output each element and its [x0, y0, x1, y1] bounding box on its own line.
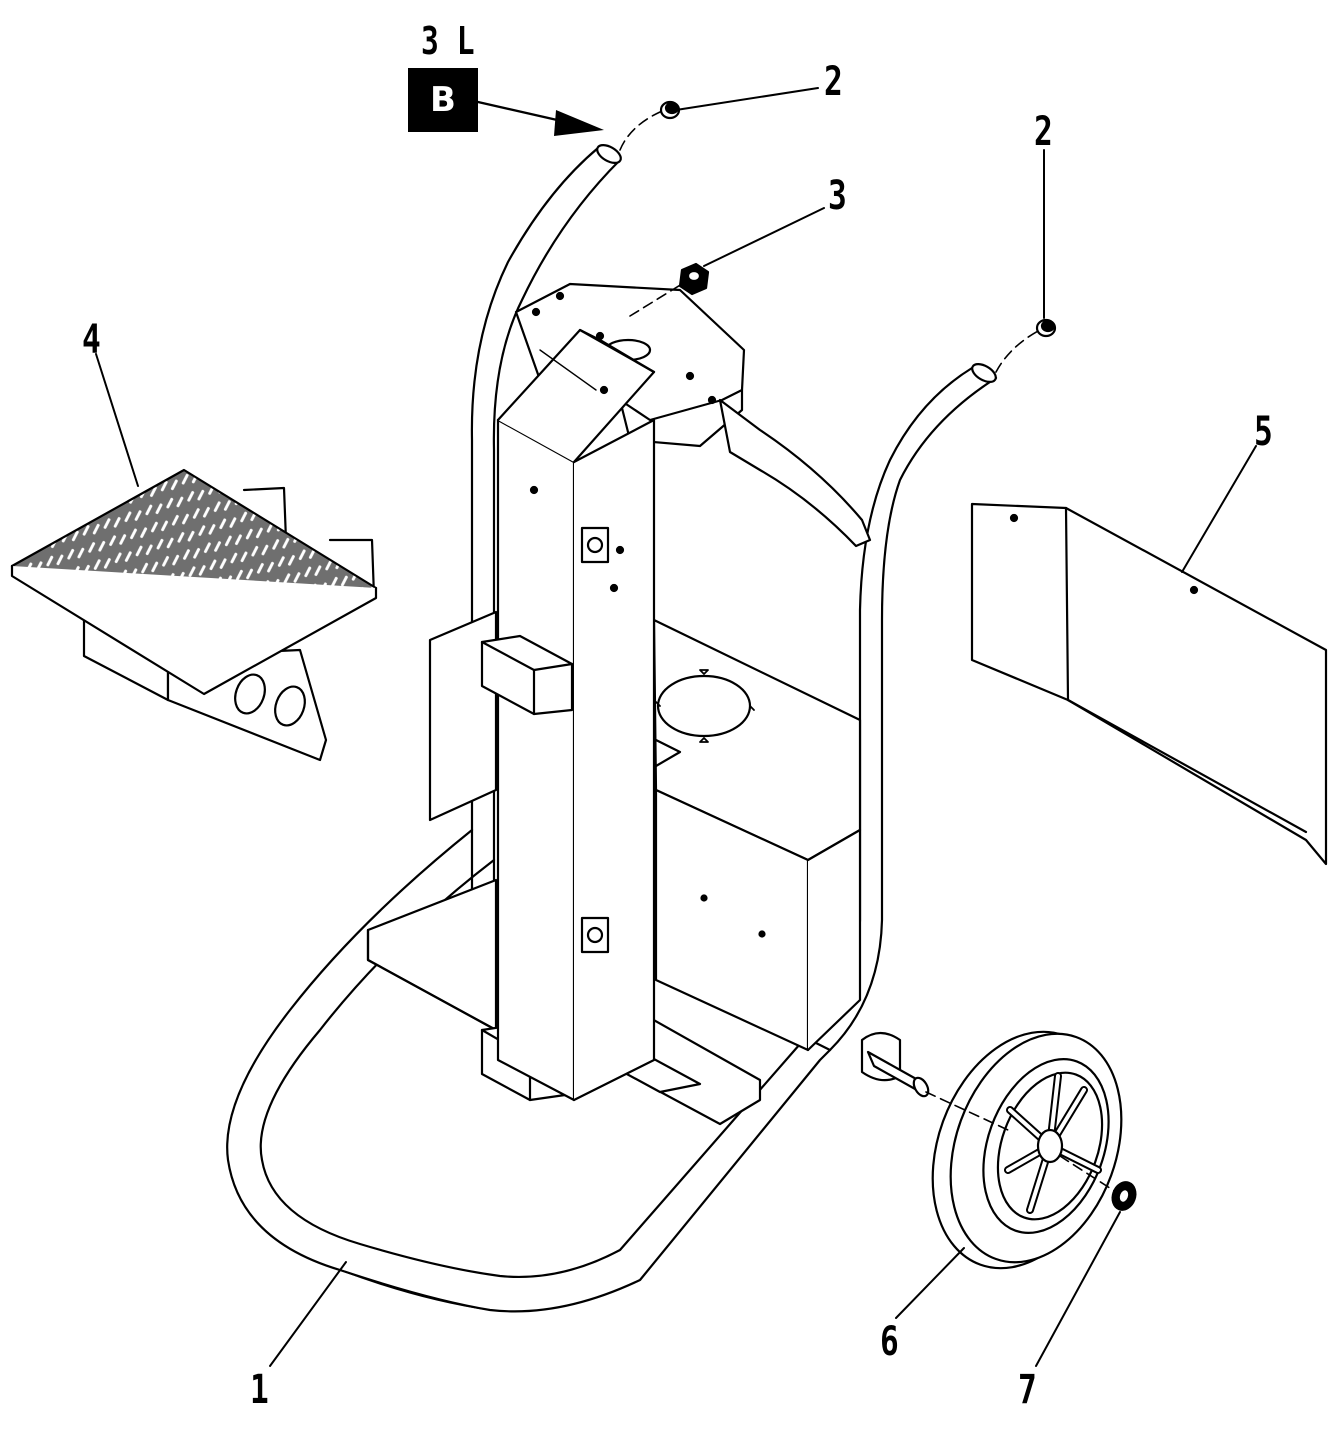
- wheel: [931, 1030, 1123, 1270]
- step-plate: [10, 468, 378, 762]
- reference-sheet-label: 3 L: [421, 19, 475, 63]
- callout-part-2-top: 2: [824, 59, 843, 105]
- callout-part-7: 7: [1018, 1367, 1037, 1413]
- callout-part-4: 4: [82, 317, 101, 363]
- callout-part-5: 5: [1254, 409, 1273, 455]
- callout-part-2-right: 2: [1034, 109, 1053, 155]
- reference-arrow: [476, 100, 604, 136]
- assembly-lines: [619, 111, 1117, 1193]
- callout-part-3: 3: [828, 173, 847, 219]
- callout-part-6: 6: [880, 1319, 899, 1365]
- callout-part-1: 1: [250, 1367, 269, 1413]
- center-column: [480, 328, 656, 1102]
- reference-view-badge: B: [408, 68, 478, 132]
- cover-panel: [970, 502, 1328, 866]
- leader-lines: [95, 87, 1257, 1367]
- hardware: [659, 100, 1137, 1211]
